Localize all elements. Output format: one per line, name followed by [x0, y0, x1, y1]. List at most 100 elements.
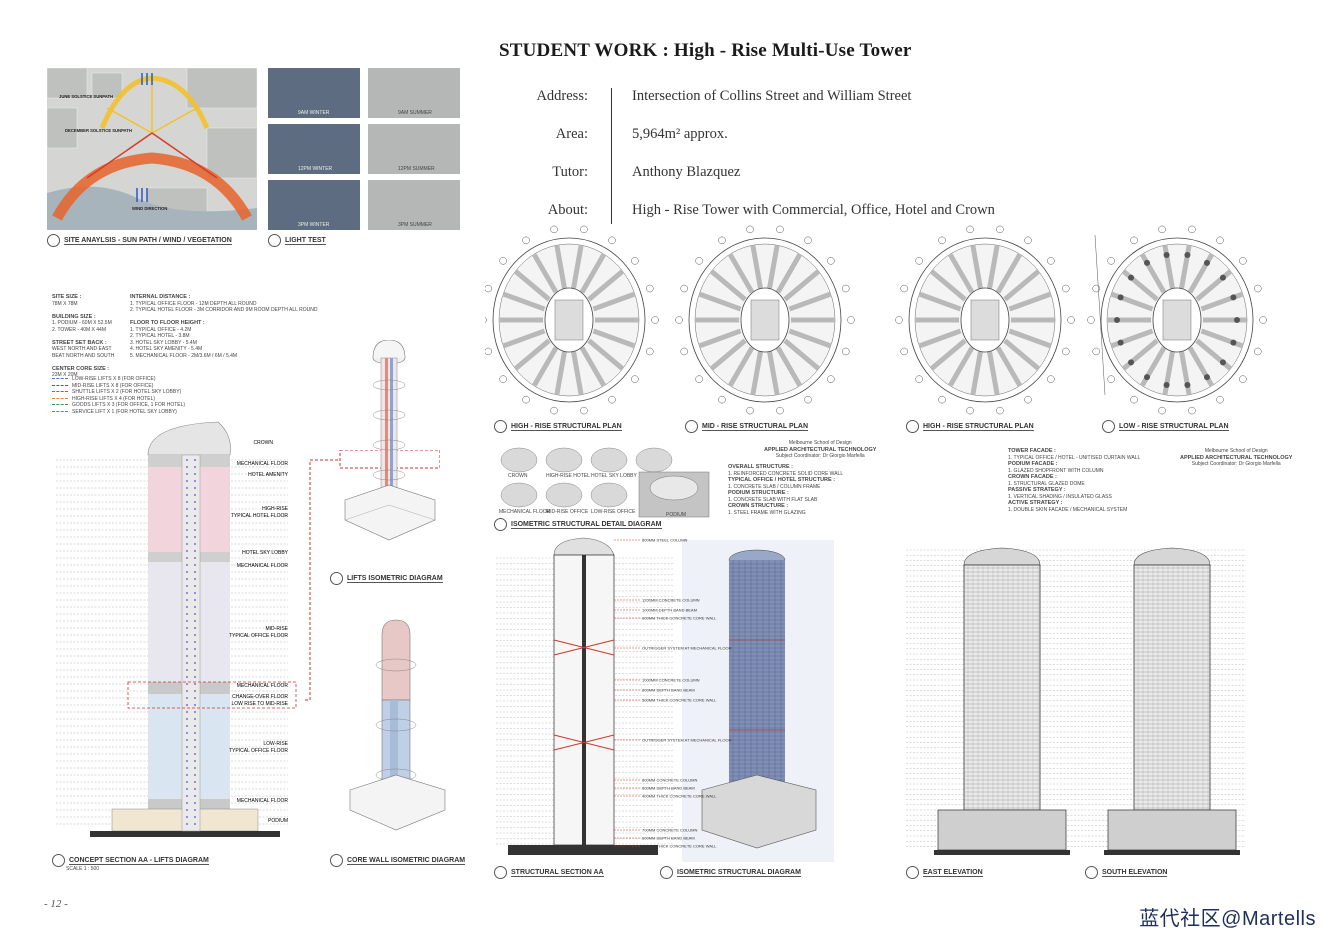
- plan-beam: [929, 269, 967, 302]
- grid-bubble: [1239, 257, 1247, 265]
- lift-dot: [186, 592, 188, 594]
- section-label: LOW RISE TO MID-RISE: [232, 701, 289, 707]
- plan-beam: [775, 346, 803, 388]
- callout-text: 300MM THICK CONCRETE CORE WALL: [642, 844, 717, 849]
- lift-dot: [186, 494, 188, 496]
- grid-bubble: [651, 316, 659, 324]
- section-label: PODIUM: [268, 818, 288, 824]
- grid-bubble: [1254, 284, 1262, 293]
- scale-label: SCALE 1 : 500: [66, 866, 100, 872]
- lift-dot: [194, 508, 196, 510]
- plan-column: [1204, 259, 1210, 266]
- caption-number-icon: [685, 420, 698, 433]
- plan-beam: [579, 346, 607, 388]
- lift-dot: [186, 774, 188, 776]
- lift-dot: [194, 809, 196, 811]
- callout-text: 1200MM CONCRETE COLUMN: [642, 598, 700, 603]
- grid-bubble: [646, 284, 654, 293]
- section-label: TYPICAL HOTEL FLOOR: [231, 513, 289, 519]
- grid-bubble: [1216, 236, 1224, 245]
- info-value-tutor: Anthony Blazquez: [632, 164, 741, 180]
- callout-text: 1000MM CONCRETE COLUMN: [642, 678, 700, 683]
- callout-text: 800MM CONCRETE COLUMN: [642, 778, 697, 783]
- ground-line: [1104, 850, 1240, 855]
- lift-dot: [194, 529, 196, 531]
- caption-mid-rise-plan: MID - RISE STRUCTURAL PLAN: [685, 420, 809, 433]
- plan-beam: [709, 269, 747, 302]
- caption-number-icon: [47, 234, 60, 247]
- plan-beam: [579, 252, 607, 294]
- plan-beam: [698, 328, 742, 349]
- plan-column: [1144, 374, 1150, 381]
- lift-dot: [194, 753, 196, 755]
- grid-bubble: [1239, 375, 1247, 383]
- plan-beam: [592, 291, 636, 312]
- plan-beam: [531, 252, 559, 294]
- grid-bubble: [680, 347, 688, 356]
- section-label: MECHANICAL FLOOR: [237, 683, 289, 689]
- grid-bubble: [776, 225, 784, 234]
- lift-dot: [186, 746, 188, 748]
- thumb-label: PODIUM: [666, 512, 686, 518]
- info-label-area: Area:: [555, 126, 588, 142]
- plan-column: [1219, 274, 1226, 281]
- grid-bubble: [938, 236, 946, 245]
- grid-bubble: [842, 284, 850, 293]
- lift-dot: [194, 627, 196, 629]
- lift-dot: [194, 634, 196, 636]
- plan-beam: [727, 346, 755, 388]
- light-test-cell: [368, 124, 460, 174]
- lift-dot: [194, 571, 196, 573]
- plan-column: [1114, 317, 1120, 323]
- crown: [963, 547, 1041, 566]
- lift-dot: [186, 550, 188, 552]
- grid-bubble: [996, 225, 1004, 234]
- info-value-area: 5,964m² approx.: [632, 126, 728, 142]
- grid-bubble: [804, 395, 812, 404]
- grid-bubble: [695, 257, 703, 265]
- grid-bubble: [485, 316, 487, 324]
- section-label: MECHANICAL FLOOR: [237, 563, 289, 569]
- light-label: 9AM SUMMER: [398, 110, 432, 116]
- thumb-label: HIGH-RISE HOTEL: [546, 473, 590, 479]
- lift-dot: [194, 515, 196, 517]
- lift-dot: [194, 536, 196, 538]
- plan-outline: [1100, 237, 1254, 403]
- lift-dot: [194, 459, 196, 461]
- facade-notes: TOWER FACADE :1. TYPICAL OFFICE / HOTEL …: [1008, 448, 1141, 513]
- caption-number-icon: [660, 866, 673, 879]
- lift-dot: [186, 459, 188, 461]
- grid-bubble: [827, 375, 835, 383]
- plan-beam: [918, 328, 962, 349]
- caption-high-rise-plan-2: HIGH - RISE STRUCTURAL PLAN: [906, 420, 1034, 433]
- lift-dot: [186, 578, 188, 580]
- lift-dot: [194, 550, 196, 552]
- tower-facade: [963, 564, 1041, 811]
- lift-dot: [194, 662, 196, 664]
- lift-dot: [186, 508, 188, 510]
- thumb-label: MID-RISE OFFICE: [546, 509, 589, 515]
- callout-text: OUTRIGGER SYSTEM AT MECHANICAL FLOOR: [642, 646, 732, 651]
- lift-dot: [194, 711, 196, 713]
- lift-dot: [194, 585, 196, 587]
- podium: [937, 809, 1067, 851]
- grid-bubble: [1047, 257, 1055, 265]
- wind-label: WIND DIRECTION: [132, 206, 167, 211]
- lift-dot: [194, 648, 196, 650]
- lift-dot: [194, 683, 196, 685]
- lift-dot: [186, 655, 188, 657]
- info-value-about: High - Rise Tower with Commercial, Offic…: [632, 202, 995, 218]
- callout-text: 600MM THICK CONCRETE CORE WALL: [642, 616, 717, 621]
- section-label: CHANGE-OVER FLOOR: [232, 694, 288, 700]
- caption-number-icon: [330, 572, 343, 585]
- lift-dot: [186, 809, 188, 811]
- plan-beam: [513, 269, 551, 302]
- plan-beam: [788, 291, 832, 312]
- grid-bubble: [938, 395, 946, 404]
- light-test-cell: [268, 180, 360, 230]
- caption-number-icon: [906, 420, 919, 433]
- callout-text: 800MM DEPTH BAND BEAM: [642, 688, 695, 693]
- caption-number-icon: [52, 854, 65, 867]
- lift-dot: [186, 704, 188, 706]
